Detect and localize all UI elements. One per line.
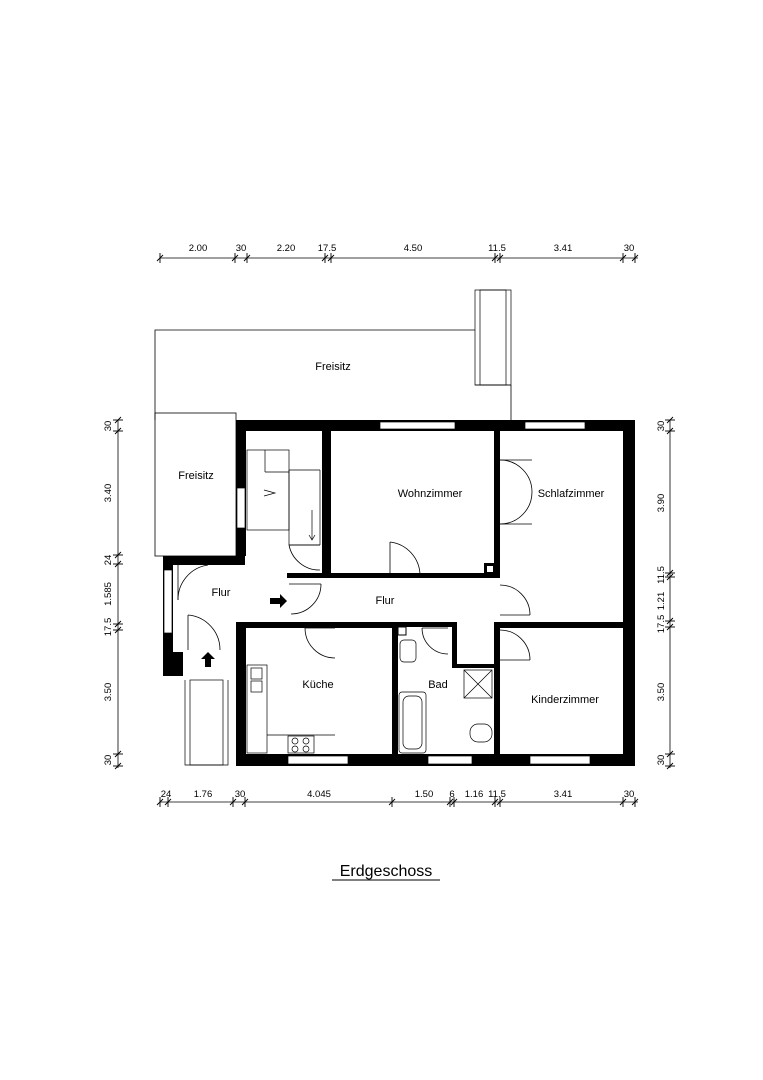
dim-right-2: 3.90 [656, 494, 667, 513]
dim-top-4: 17.5 [318, 243, 337, 254]
exterior-stair-bottom [184, 679, 229, 766]
dim-top-3: 2.20 [277, 243, 296, 254]
doors [177, 459, 533, 661]
dimension-labels-bottom: 24 1.76 30 4.045 1.50 6 1.16 11.5 3.41 3… [161, 789, 635, 800]
shaft [397, 626, 407, 636]
plan-title: Erdgeschoss [340, 863, 433, 880]
windows [163, 421, 591, 765]
label-wohnzimmer: Wohnzimmer [398, 488, 463, 500]
dim-bottom-9: 3.41 [554, 789, 573, 800]
dim-bottom-1: 24 [161, 789, 172, 800]
label-freisitz-top: Freisitz [315, 361, 350, 373]
dim-bottom-4: 4.045 [307, 789, 331, 800]
dim-bottom-8: 11.5 [488, 789, 506, 800]
dim-top-2: 30 [236, 243, 247, 254]
dim-top-1: 2.00 [189, 243, 208, 254]
dim-bottom-7: 1.16 [465, 789, 484, 800]
label-bad: Bad [428, 679, 448, 691]
arrow-up-icon [201, 652, 215, 667]
dimension-ticks [113, 253, 675, 807]
dim-top-8: 30 [624, 243, 635, 254]
dim-right-4: 1.21 [656, 592, 667, 611]
terrace-left-outline [154, 412, 237, 557]
dim-right-3: 11.5 [656, 566, 667, 584]
dim-left-1: 30 [103, 421, 114, 432]
dim-top-7: 3.41 [554, 243, 573, 254]
arrow-right-icon [270, 594, 287, 608]
terrace-top-outline [154, 329, 475, 420]
dim-left-3: 24 [103, 555, 114, 566]
dim-bottom-2: 1.76 [194, 789, 213, 800]
dim-bottom-3: 30 [235, 789, 246, 800]
label-schlafzimmer: Schlafzimmer [538, 488, 605, 500]
dimension-labels-right: 30 3.90 11.5 1.21 17.5 3.50 30 [656, 421, 667, 766]
dim-left-5: 17.5 [103, 618, 114, 637]
bathroom-fixtures [398, 639, 493, 754]
dimension-lines [117, 257, 671, 803]
dim-bottom-5: 1.50 [415, 789, 434, 800]
dim-right-5: 17.5 [656, 615, 667, 634]
dim-left-4: 1.585 [103, 582, 114, 606]
dim-right-7: 30 [656, 755, 667, 766]
label-kueche: Küche [302, 679, 333, 691]
dim-left-6: 3.50 [103, 683, 114, 702]
label-flur-center: Flur [376, 595, 395, 607]
dim-top-6: 11.5 [488, 243, 506, 254]
dim-right-1: 30 [656, 421, 667, 432]
dim-right-6: 3.50 [656, 683, 667, 702]
dimension-labels-top: 2.00 30 2.20 17.5 4.50 11.5 3.41 30 [189, 243, 635, 254]
interior-staircase [246, 449, 321, 546]
dim-bottom-6: 6 [449, 789, 454, 800]
label-freisitz-left: Freisitz [178, 470, 213, 482]
dim-bottom-10: 30 [624, 789, 635, 800]
kitchen-fixtures [246, 664, 335, 754]
dim-left-2: 3.40 [103, 484, 114, 503]
dim-left-7: 30 [103, 755, 114, 766]
dimension-labels-left: 30 3.40 24 1.585 17.5 3.50 30 [103, 421, 114, 766]
entrance-arrows [201, 594, 287, 667]
label-kinderzimmer: Kinderzimmer [531, 694, 599, 706]
exterior-stair-top [474, 289, 512, 386]
dim-top-5: 4.50 [404, 243, 423, 254]
room-labels: Freisitz Freisitz Wohnzimmer Schlafzimme… [178, 361, 604, 706]
label-flur-left: Flur [212, 587, 231, 599]
chimney-inner [487, 566, 493, 572]
